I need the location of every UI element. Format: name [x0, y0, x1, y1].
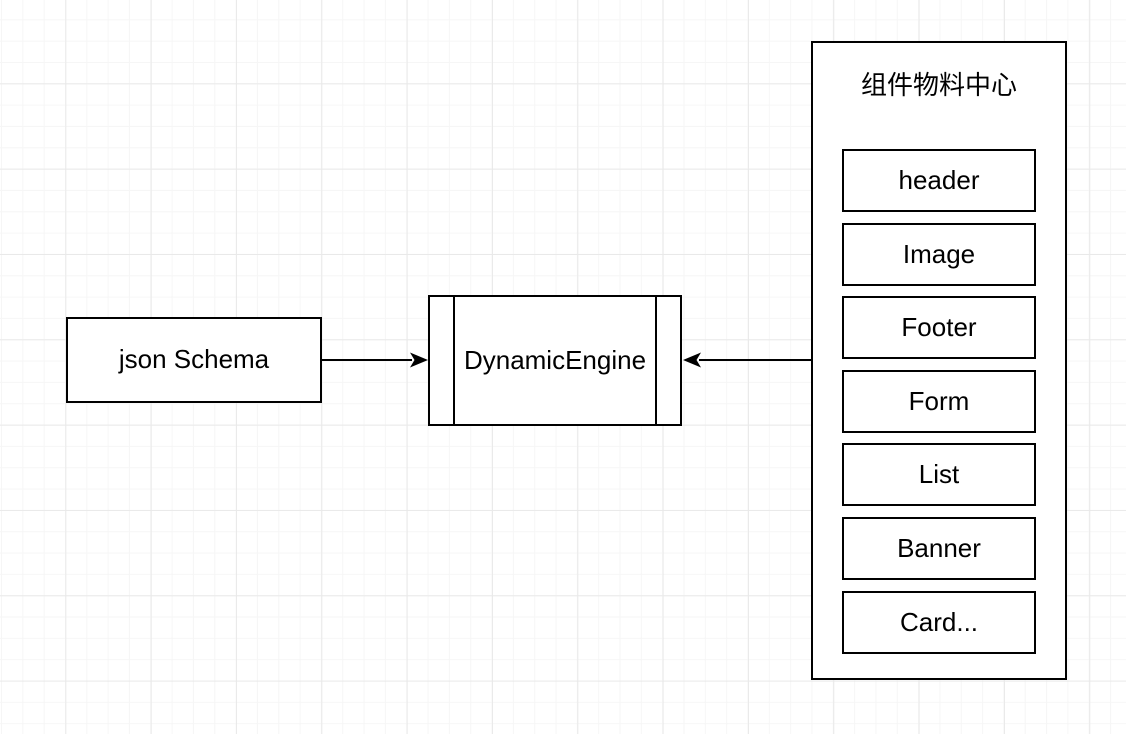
json-schema-node: json Schema [66, 317, 322, 403]
material-item-footer: Footer [842, 296, 1036, 360]
arrowhead-left-icon [683, 352, 701, 368]
dynamic-engine-node: DynamicEngine [428, 295, 682, 426]
material-items-list: header Image Footer Form List Banner Car… [842, 149, 1036, 654]
edge-json-schema-to-engine [322, 352, 428, 368]
material-item-image: Image [842, 222, 1036, 286]
material-item-banner: Banner [842, 516, 1036, 580]
material-item-label: Card... [899, 606, 979, 637]
material-item-label: header [898, 165, 980, 195]
arrowhead-right-icon [410, 352, 428, 368]
material-item-label: Footer [901, 312, 977, 343]
material-center-container: 组件物料中心 header Image Footer Form List Ban… [811, 41, 1067, 680]
json-schema-label: json Schema [118, 344, 270, 375]
engine-right-bar [655, 297, 657, 424]
material-item-card: Card... [842, 590, 1036, 654]
material-item-label: Form [908, 385, 970, 416]
material-item-list: List [842, 443, 1036, 507]
material-item-label: Image [902, 238, 976, 269]
material-item-header: header [842, 149, 1036, 212]
dynamic-engine-label: DynamicEngine [463, 344, 647, 375]
edge-materials-to-engine [683, 352, 811, 368]
engine-left-bar [453, 297, 455, 424]
material-item-label: Banner [897, 532, 981, 563]
material-item-label: List [918, 459, 960, 490]
material-item-form: Form [842, 369, 1036, 433]
material-center-title: 组件物料中心 [860, 70, 1017, 100]
